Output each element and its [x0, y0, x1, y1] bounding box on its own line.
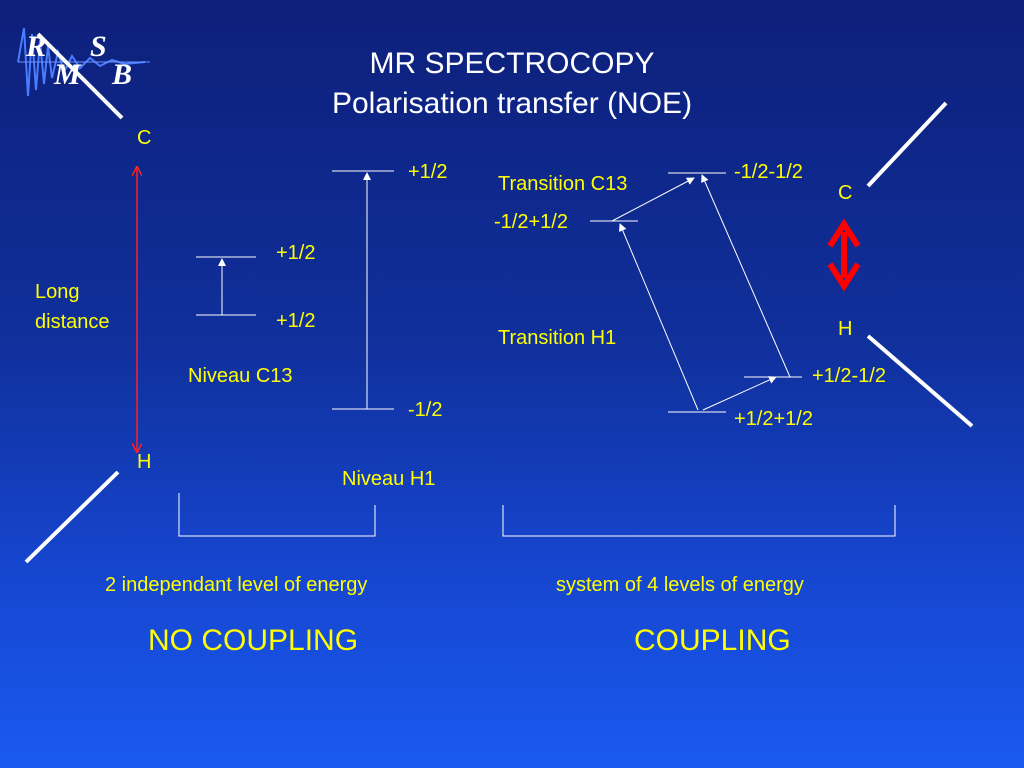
right-lower-bond-line — [866, 334, 974, 428]
right-upper-bond-line — [866, 101, 948, 188]
left-h-label: H — [137, 451, 152, 473]
logo-letter-s: S — [90, 30, 107, 63]
transition-h1-right-arrow — [701, 174, 791, 378]
top-level-label: -1/2-1/2 — [734, 161, 803, 183]
c13-lower-label: +1/2 — [276, 310, 316, 332]
right-h-label: H — [838, 318, 853, 340]
transition-c13-label: Transition C13 — [498, 173, 628, 195]
long-distance-label-2: distance — [35, 311, 110, 333]
mid-level-label: -1/2+1/2 — [494, 211, 568, 233]
coupling-heading: COUPLING — [634, 624, 791, 657]
low-right-level-label: +1/2-1/2 — [812, 365, 886, 387]
transition-h1-left-arrow — [619, 223, 699, 411]
c13-upper-label: +1/2 — [276, 242, 316, 264]
coupling-arrow — [827, 218, 861, 292]
transition-c13-upper-arrow — [611, 177, 695, 222]
logo-waveform — [17, 27, 150, 97]
h1-upper-label: +1/2 — [408, 161, 448, 183]
left-bond-line — [24, 470, 120, 564]
left-c-label: C — [137, 127, 152, 149]
title-line-1: MR SPECTROCOPY — [369, 47, 655, 80]
logo-diagonal-line — [36, 32, 124, 120]
no-coupling-heading: NO COUPLING — [148, 624, 359, 657]
logo-letter-r: R — [26, 30, 47, 63]
right-caption: system of 4 levels of energy — [556, 574, 804, 596]
long-distance-label-1: Long — [35, 281, 80, 303]
bottom-level-label: +1/2+1/2 — [734, 408, 813, 430]
left-caption: 2 independant level of energy — [105, 574, 368, 596]
right-bracket — [502, 505, 896, 537]
right-c-label: C — [838, 182, 853, 204]
logo-letter-b: B — [112, 58, 133, 91]
niveau-c13-label: Niveau C13 — [188, 365, 293, 387]
transition-h1-label: Transition H1 — [498, 327, 617, 349]
h1-lower-label: -1/2 — [408, 399, 443, 421]
title-line-2: Polarisation transfer (NOE) — [331, 87, 693, 120]
left-bracket — [178, 493, 376, 537]
logo-letter-m: M — [54, 58, 81, 91]
niveau-h1-label: Niveau H1 — [342, 468, 436, 490]
transition-c13-lower-arrow — [702, 376, 777, 411]
